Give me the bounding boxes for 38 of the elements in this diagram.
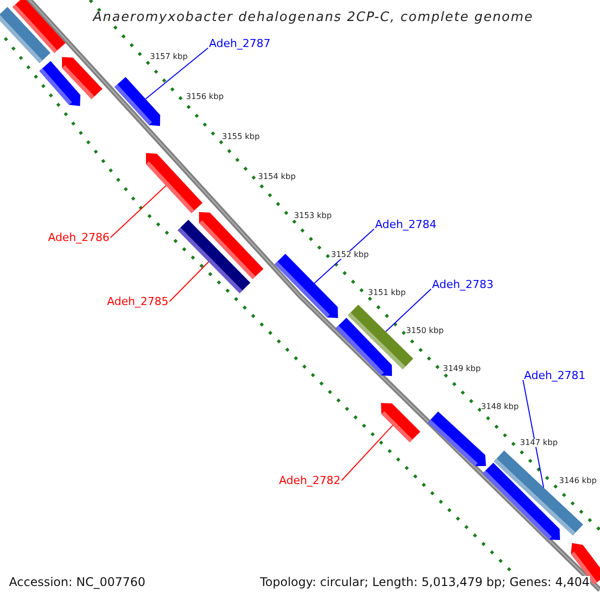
scale-label: 3153 kbp bbox=[294, 212, 332, 220]
scale-label: 3157 kbp bbox=[150, 53, 188, 61]
leader-line bbox=[169, 261, 210, 302]
gene-label: Adeh_2784 bbox=[375, 219, 437, 230]
gene-label: Adeh_2787 bbox=[209, 38, 271, 49]
gene-feature bbox=[482, 462, 560, 540]
gene-feature bbox=[39, 61, 80, 106]
genome-title: Anaeromyxobacter dehalogenans 2CP-C, complete genome bbox=[93, 11, 534, 24]
gene-feature bbox=[114, 76, 160, 126]
accession-label: Accession: NC_007760 bbox=[9, 576, 146, 588]
gene-label: Adeh_2783 bbox=[432, 279, 494, 290]
leader-line bbox=[145, 48, 208, 100]
gene-feature bbox=[146, 153, 202, 214]
gene-label: Adeh_2786 bbox=[48, 232, 110, 243]
leader-line bbox=[314, 228, 374, 284]
leader-line bbox=[385, 288, 432, 332]
leader-line bbox=[110, 185, 166, 238]
gene-feature bbox=[0, 6, 50, 64]
scale-label: 3146 kbp bbox=[559, 477, 597, 485]
scale-label: 3148 kbp bbox=[481, 403, 519, 411]
scale-label: 3150 kbp bbox=[406, 327, 444, 335]
scale-label: 3147 kbp bbox=[520, 439, 558, 447]
gene-label: Adeh_2782 bbox=[279, 475, 341, 486]
scale-label: 3156 kbp bbox=[186, 93, 224, 101]
leader-line bbox=[341, 424, 394, 481]
scale-label: 3149 kbp bbox=[443, 365, 481, 373]
genome-summary: Topology: circular; Length: 5,013,479 bp; Genes: 4,404 bbox=[260, 576, 590, 588]
scale-label: 3155 kbp bbox=[222, 133, 260, 141]
gene-label: Adeh_2781 bbox=[524, 370, 586, 381]
gene-label: Adeh_2785 bbox=[107, 296, 169, 307]
gene-feature bbox=[381, 403, 420, 442]
gene-feature bbox=[178, 220, 250, 294]
leader-line bbox=[522, 380, 544, 488]
scale-label: 3152 kbp bbox=[331, 251, 369, 259]
gene-feature bbox=[428, 412, 486, 466]
scale-label: 3151 kbp bbox=[368, 289, 406, 297]
gene-feature bbox=[336, 318, 392, 376]
scale-label: 3154 kbp bbox=[258, 173, 296, 181]
